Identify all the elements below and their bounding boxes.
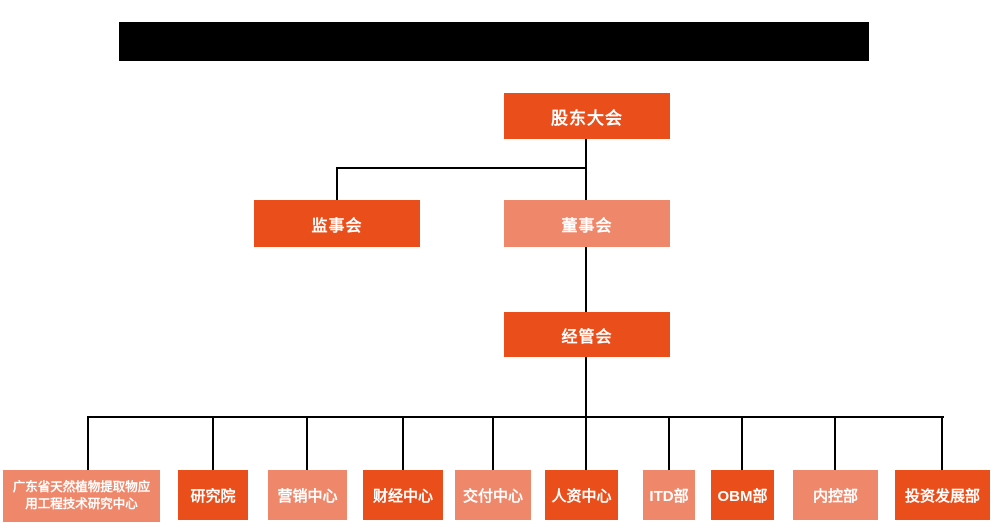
node-dept-internal-control: 内控部: [793, 470, 878, 520]
node-dept-finance-center: 财经中心: [363, 470, 443, 520]
redacted-title-bar: [119, 22, 869, 61]
node-dept-marketing-center: 营销中心: [268, 470, 347, 520]
node-dept-investment-development: 投资发展部: [895, 470, 990, 520]
node-dept-delivery-center: 交付中心: [455, 470, 531, 520]
node-dept-obm: OBM部: [711, 470, 774, 520]
connector-drop-marketing-center: [306, 416, 308, 470]
connector-root-to-board: [585, 139, 587, 200]
connector-drop-delivery-center: [492, 416, 494, 470]
connector-drop-investment-development: [941, 416, 943, 470]
connector-drop-research-institute: [212, 416, 214, 470]
connector-drop-obm: [741, 416, 743, 470]
node-shareholders-meeting: 股东大会: [504, 93, 670, 139]
connector-level2-horizontal: [336, 167, 587, 169]
node-board-of-directors: 董事会: [504, 200, 670, 247]
connector-to-supervisory-board: [336, 167, 338, 200]
node-dept-research-center: 广东省天然植物提取物应用工程技术研究中心: [3, 470, 160, 522]
node-management-committee: 经管会: [504, 312, 670, 357]
connector-management-down: [585, 357, 587, 470]
node-supervisory-board: 监事会: [254, 200, 420, 247]
connector-drop-research-center: [87, 416, 89, 470]
node-dept-itd: ITD部: [643, 470, 695, 520]
connector-drop-itd: [668, 416, 670, 470]
node-dept-hr-center: 人资中心: [545, 470, 618, 520]
connector-departments-horizontal: [87, 416, 944, 418]
connector-drop-finance-center: [402, 416, 404, 470]
connector-board-to-management: [585, 247, 587, 312]
connector-drop-internal-control: [834, 416, 836, 470]
node-dept-research-institute: 研究院: [178, 470, 248, 520]
